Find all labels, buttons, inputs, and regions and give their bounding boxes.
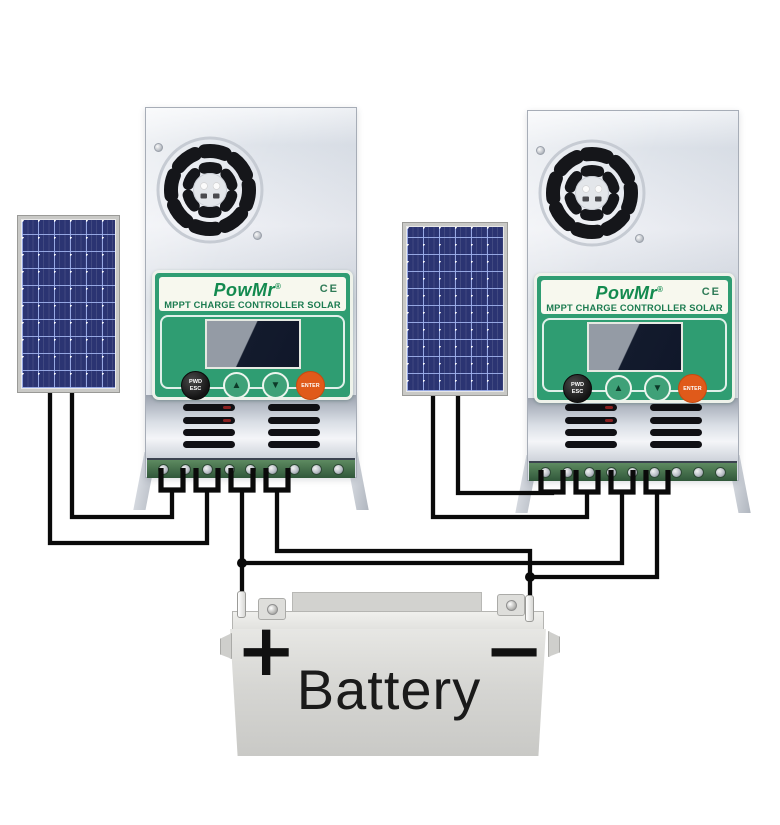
solar-cells-grid: [21, 219, 116, 389]
terminal-screw: [201, 463, 213, 475]
vent-slot: [650, 429, 702, 436]
vent-slot: [650, 441, 702, 448]
lcd-display: [205, 319, 301, 369]
vent-slot: [565, 404, 617, 411]
terminal-screw: [714, 466, 726, 478]
vent-slot: [183, 441, 235, 448]
front-panel: PowMr® CE MPPT CHARGE CONTROLLER SOLAR P…: [534, 273, 735, 403]
terminal-screw: [245, 463, 257, 475]
brand-band: PowMr® CE MPPT CHARGE CONTROLLER SOLAR: [541, 280, 728, 314]
down-arrow-button: ▼: [644, 375, 671, 402]
case-lower-shine: [528, 398, 738, 462]
up-arrow-icon: ▲: [613, 382, 624, 394]
vent-slot: [268, 404, 320, 411]
junction-dot-positive: [237, 558, 247, 568]
esc-button: PWD ESC: [181, 371, 210, 400]
battery: + − Battery: [220, 583, 560, 761]
wire-battery-negative-right: [530, 490, 660, 580]
terminal-screw: [267, 463, 279, 475]
esc-button: PWD ESC: [563, 374, 592, 403]
terminal-screw: [180, 463, 192, 475]
wire-battery-positive-right: [242, 490, 625, 566]
controller-subtitle: MPPT CHARGE CONTROLLER SOLAR: [546, 303, 723, 313]
battery-tab-left: [220, 633, 232, 659]
vent-slot: [268, 417, 320, 424]
brand-band: PowMr® CE MPPT CHARGE CONTROLLER SOLAR: [159, 277, 346, 311]
terminal-screw: [562, 466, 574, 478]
terminal-screw: [627, 466, 639, 478]
vent-slot: [268, 429, 320, 436]
vent-slot: [183, 404, 235, 411]
terminal-screw: [670, 466, 682, 478]
battery-minus-symbol: −: [484, 608, 545, 692]
vent-slot: [183, 417, 235, 424]
vent-slot: [650, 404, 702, 411]
terminal-screw: [605, 466, 617, 478]
terminal-screw: [288, 463, 300, 475]
enter-button: ENTER: [678, 374, 707, 403]
solar-panel-right: [402, 222, 508, 396]
down-arrow-button: ▼: [262, 372, 289, 399]
charge-controller-left: PowMr® CE MPPT CHARGE CONTROLLER SOLAR P…: [133, 107, 369, 510]
panel-outline: [160, 315, 345, 389]
front-panel: PowMr® CE MPPT CHARGE CONTROLLER SOLAR P…: [152, 270, 353, 400]
up-arrow-icon: ▲: [231, 379, 242, 391]
case-screw-icon: [154, 143, 163, 152]
vent-slot: [565, 441, 617, 448]
terminal-screw: [158, 463, 170, 475]
junction-dot-negative: [525, 572, 535, 582]
up-arrow-button: ▲: [605, 375, 632, 402]
terminal-screw: [310, 463, 322, 475]
terminal-screw: [540, 466, 552, 478]
terminal-screw: [223, 463, 235, 475]
charge-controller-right: PowMr® CE MPPT CHARGE CONTROLLER SOLAR P…: [515, 110, 751, 513]
fan-icon: [538, 139, 646, 247]
terminal-screw: [583, 466, 595, 478]
terminal-strip: [147, 458, 355, 478]
ce-mark: CE: [319, 282, 339, 295]
vent-slot: [565, 417, 617, 424]
case-lower-shine: [146, 395, 356, 459]
terminal-screw: [692, 466, 704, 478]
enter-button: ENTER: [296, 371, 325, 400]
vent-slot: [565, 429, 617, 436]
battery-label: Battery: [296, 658, 482, 721]
case-screw-icon: [536, 146, 545, 155]
lcd-display: [587, 322, 683, 372]
up-arrow-button: ▲: [223, 372, 250, 399]
down-arrow-icon: ▼: [270, 379, 281, 391]
case-screw-icon: [253, 231, 262, 240]
vent-slot: [183, 429, 235, 436]
battery-tab-right: [548, 631, 560, 657]
battery-body: [230, 629, 546, 756]
terminal-strip: [529, 461, 737, 481]
solar-cells-grid: [406, 226, 504, 392]
terminal-screw: [332, 463, 344, 475]
registered-mark: ®: [275, 282, 282, 291]
solar-panel-left: [17, 215, 120, 393]
battery-negative-post: [525, 595, 534, 622]
battery-terminal-block-positive: [258, 598, 286, 620]
battery-positive-post: [237, 591, 246, 618]
controller-subtitle: MPPT CHARGE CONTROLLER SOLAR: [164, 300, 341, 310]
vent-slot: [650, 417, 702, 424]
down-arrow-icon: ▼: [652, 382, 663, 394]
registered-mark: ®: [657, 285, 664, 294]
terminal-screw: [649, 466, 661, 478]
battery-plus-symbol: +: [236, 608, 297, 692]
brand-logo: PowMr®: [595, 283, 664, 303]
panel-outline: [542, 318, 727, 392]
ce-mark: CE: [701, 285, 721, 298]
fan-icon: [156, 136, 264, 244]
case-screw-icon: [635, 234, 644, 243]
vent-slot: [268, 441, 320, 448]
brand-logo: PowMr®: [213, 280, 282, 300]
